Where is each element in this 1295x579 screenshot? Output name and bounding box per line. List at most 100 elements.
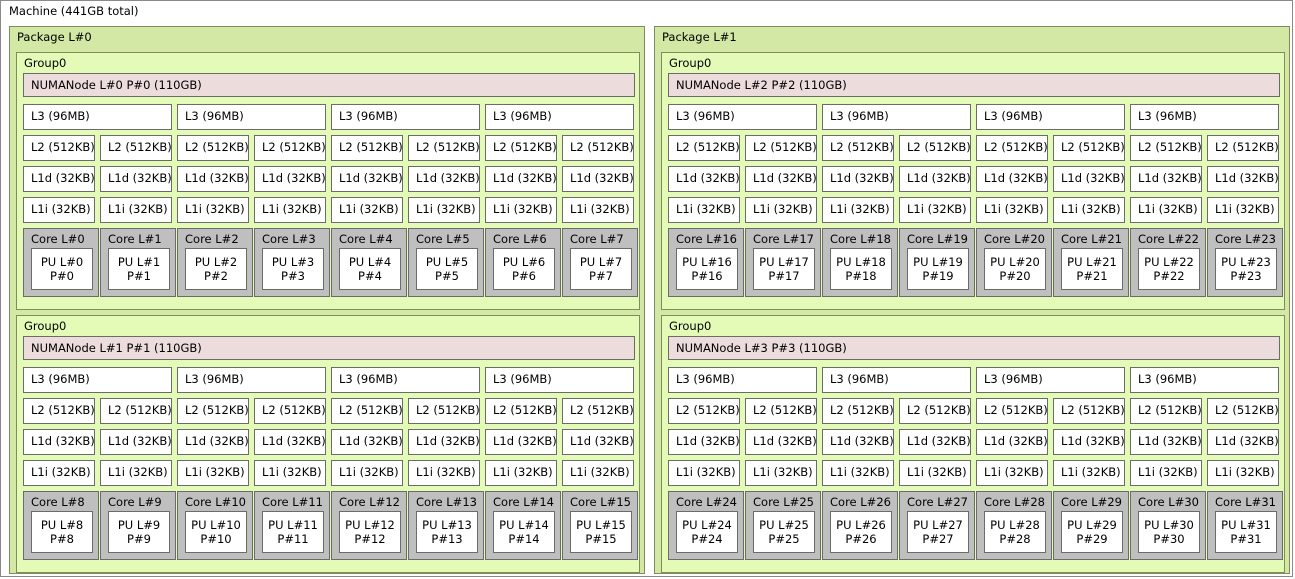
cache-l2: L2 (512KB) bbox=[822, 135, 894, 161]
cache-l3-label: L3 (96MB) bbox=[676, 372, 735, 386]
cache-l1i: L1i (32KB) bbox=[1130, 460, 1202, 486]
pu-logical-label: PU L#14 bbox=[499, 517, 549, 532]
cache-l2-label: L2 (512KB) bbox=[984, 140, 1048, 154]
cache-l2-label: L2 (512KB) bbox=[753, 140, 817, 154]
cache-l1i-label: L1i (32KB) bbox=[31, 202, 91, 216]
cache-l2: L2 (512KB) bbox=[1053, 398, 1125, 424]
cache-l3: L3 (96MB) bbox=[976, 104, 1125, 130]
pu-physical-label: P#28 bbox=[999, 532, 1031, 546]
pu-physical-label: P#17 bbox=[768, 269, 800, 283]
pu-logical-label: PU L#15 bbox=[576, 517, 626, 532]
cache-l1i: L1i (32KB) bbox=[976, 197, 1048, 223]
pu-logical-label: PU L#0 bbox=[40, 254, 84, 269]
cache-l2: L2 (512KB) bbox=[408, 398, 480, 424]
pu-physical-label: P#20 bbox=[999, 269, 1031, 283]
cache-l2-label: L2 (512KB) bbox=[570, 140, 634, 154]
pu-physical-label: P#4 bbox=[358, 269, 382, 283]
cache-l3: L3 (96MB) bbox=[331, 104, 480, 130]
cache-l1i: L1i (32KB) bbox=[485, 460, 557, 486]
cache-l1d: L1d (32KB) bbox=[899, 166, 971, 192]
pu-physical-label: P#31 bbox=[1230, 532, 1262, 546]
package-title: Package L#1 bbox=[662, 30, 737, 44]
cache-l1i-label: L1i (32KB) bbox=[1215, 202, 1275, 216]
cache-l3-label: L3 (96MB) bbox=[984, 109, 1043, 123]
cache-l1i-label: L1i (32KB) bbox=[108, 465, 168, 479]
cache-l2-label: L2 (512KB) bbox=[984, 403, 1048, 417]
cache-l1i-label: L1i (32KB) bbox=[1215, 465, 1275, 479]
cache-l1i: L1i (32KB) bbox=[745, 460, 817, 486]
cache-l2: L2 (512KB) bbox=[668, 135, 740, 161]
cache-l1d-label: L1d (32KB) bbox=[108, 434, 172, 448]
pu-physical-label: P#10 bbox=[200, 532, 232, 546]
pu-physical-label: P#8 bbox=[50, 532, 74, 546]
cache-l3-label: L3 (96MB) bbox=[339, 109, 398, 123]
pu-physical-label: P#7 bbox=[589, 269, 613, 283]
cache-l1i-label: L1i (32KB) bbox=[493, 202, 553, 216]
cache-l1d: L1d (32KB) bbox=[408, 429, 480, 455]
cache-l2-label: L2 (512KB) bbox=[753, 403, 817, 417]
cache-l2: L2 (512KB) bbox=[1053, 135, 1125, 161]
cache-l1i: L1i (32KB) bbox=[254, 197, 326, 223]
cache-l1i: L1i (32KB) bbox=[1053, 460, 1125, 486]
cache-l2-label: L2 (512KB) bbox=[416, 140, 480, 154]
cache-l2-label: L2 (512KB) bbox=[185, 403, 249, 417]
pu-logical-label: PU L#3 bbox=[271, 254, 315, 269]
numanode: NUMANode L#3 P#3 (110GB) bbox=[668, 336, 1280, 360]
cache-l1d: L1d (32KB) bbox=[668, 166, 740, 192]
cache-l1d: L1d (32KB) bbox=[1053, 166, 1125, 192]
core-label: Core L#21 bbox=[1061, 232, 1122, 246]
cache-l1i-label: L1i (32KB) bbox=[753, 202, 813, 216]
cache-l2: L2 (512KB) bbox=[408, 135, 480, 161]
cache-l1i-label: L1i (32KB) bbox=[339, 202, 399, 216]
pu-logical-label: PU L#27 bbox=[913, 517, 963, 532]
cache-l2: L2 (512KB) bbox=[254, 398, 326, 424]
pu-logical-label: PU L#30 bbox=[1144, 517, 1194, 532]
cache-l1d: L1d (32KB) bbox=[177, 166, 249, 192]
pu-physical-label: P#21 bbox=[1076, 269, 1108, 283]
pu-logical-label: PU L#8 bbox=[40, 517, 84, 532]
cache-l3: L3 (96MB) bbox=[1130, 104, 1279, 130]
cache-l1i: L1i (32KB) bbox=[822, 460, 894, 486]
pu-logical-label: PU L#1 bbox=[117, 254, 161, 269]
pu-physical-label: P#24 bbox=[691, 532, 723, 546]
pu-logical-label: PU L#26 bbox=[836, 517, 886, 532]
core-label: Core L#11 bbox=[262, 495, 323, 509]
pu-logical-label: PU L#29 bbox=[1067, 517, 1117, 532]
cache-l1d-label: L1d (32KB) bbox=[676, 434, 740, 448]
cache-l2: L2 (512KB) bbox=[485, 398, 557, 424]
pu-physical-label: P#18 bbox=[845, 269, 877, 283]
cache-l1i-label: L1i (32KB) bbox=[1061, 202, 1121, 216]
cache-l1i: L1i (32KB) bbox=[899, 460, 971, 486]
cache-l1i: L1i (32KB) bbox=[100, 197, 172, 223]
cache-l2-label: L2 (512KB) bbox=[108, 140, 172, 154]
pu-physical-label: P#12 bbox=[354, 532, 386, 546]
pu-logical-label: PU L#28 bbox=[990, 517, 1040, 532]
group-title: Group0 bbox=[669, 56, 712, 70]
cache-l2-label: L2 (512KB) bbox=[339, 403, 403, 417]
pu-physical-label: P#14 bbox=[508, 532, 540, 546]
cache-l2: L2 (512KB) bbox=[562, 398, 634, 424]
cache-l1d-label: L1d (32KB) bbox=[753, 171, 817, 185]
cache-l1d: L1d (32KB) bbox=[899, 429, 971, 455]
core-label: Core L#7 bbox=[570, 232, 624, 246]
cache-l1d: L1d (32KB) bbox=[254, 429, 326, 455]
cache-l1d: L1d (32KB) bbox=[331, 429, 403, 455]
core-label: Core L#29 bbox=[1061, 495, 1122, 509]
core-label: Core L#19 bbox=[907, 232, 968, 246]
cache-l1d-label: L1d (32KB) bbox=[1138, 171, 1202, 185]
core-label: Core L#2 bbox=[185, 232, 239, 246]
pu-physical-label: P#19 bbox=[922, 269, 954, 283]
cache-l2-label: L2 (512KB) bbox=[1138, 140, 1202, 154]
